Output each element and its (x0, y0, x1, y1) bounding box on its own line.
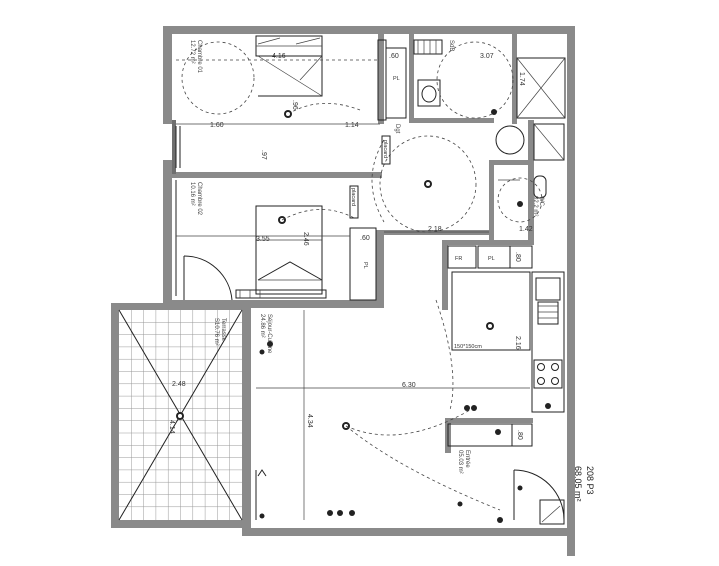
room-name-sejour: Séjour-Cuisine (266, 314, 272, 354)
bedroom-01: Chambre 01 12.72 m² 4.16 1.60 1.14 .96 .… (175, 35, 387, 168)
bathroom: .60 PL 3.07 1.74 SdB (385, 39, 566, 161)
hallway: Dgt placard (371, 124, 477, 233)
label-fr: FR (455, 256, 462, 262)
sejour: 6.30 4.34 Séjour-Cuisine 24.86 m² (255, 310, 551, 520)
dim-0-60-top: .60 (389, 53, 399, 60)
label-shower: 150*150cm (454, 344, 482, 350)
label-placard: placard (382, 140, 388, 158)
dim-0-96: .96 (291, 100, 298, 110)
room-name-chambre01: Chambre 01 (196, 40, 202, 74)
terrace: 2.48 4.14 Terrasse S10.76 m² (118, 309, 243, 521)
dim-3-07: 3.07 (480, 53, 494, 60)
dim-2-48: 2.48 (172, 381, 186, 388)
dim-1-74: 1.74 (518, 72, 525, 86)
label-pl-1: PL (393, 76, 400, 82)
room-name-chambre02: Chambre 02 (196, 182, 202, 216)
wc: WC 02.2 m² 1.42 (497, 175, 547, 233)
label-pl-2: PL (362, 262, 368, 269)
dim-6-30: 6.30 (402, 382, 416, 389)
unit-name: 208 P3 (585, 466, 595, 495)
unit-label: 208 P3 68.05 m² (573, 466, 595, 502)
dim-2-18: 2.18 (428, 226, 442, 233)
dim-0-80-bottom: .80 (516, 430, 523, 440)
label-placard-2: placard (350, 188, 356, 206)
dim-1-42: 1.42 (519, 226, 533, 233)
entree: .80 Entrée 05.03 m² (447, 423, 565, 525)
room-name-dgt: Dgt (394, 124, 400, 134)
dim-4-16: 4.16 (272, 53, 286, 60)
dim-3-55: 3.55 (256, 236, 270, 243)
outer-walls (111, 26, 575, 556)
room-area-sejour: 24.86 m² (259, 314, 265, 338)
room-area-terrasse: S10.76 m² (213, 318, 219, 346)
unit-area: 68.05 m² (573, 466, 583, 502)
room-area-wc: 02.2 m² (532, 196, 538, 216)
dim-4-34: 4.34 (306, 414, 313, 428)
kitchen: FR PL .80 150*150cm 2.16 (435, 245, 565, 413)
room-name-entree: Entrée (464, 450, 470, 468)
room-area-chambre02: 10.16 m² (189, 182, 195, 206)
dim-2-46: 2.46 (302, 232, 309, 246)
bedroom-02: .60 PL placard Chambre 02 10.16 m² 3.55 … (175, 180, 489, 301)
dim-4-14: 4.14 (168, 420, 175, 434)
room-area-entree: 05.03 m² (457, 450, 463, 474)
dim-1-60: 1.60 (210, 122, 224, 129)
dim-2-16: 2.16 (514, 336, 521, 350)
room-area-chambre01: 12.72 m² (189, 40, 195, 64)
dim-0-60-mid: .60 (360, 235, 370, 242)
dim-0-97: .97 (260, 150, 267, 160)
interior-walls (172, 34, 534, 453)
dim-1-14: 1.14 (345, 122, 359, 129)
room-name-wc: WC (538, 196, 544, 207)
room-name-terrasse: Terrasse (220, 318, 226, 342)
label-pl-3: PL (488, 256, 495, 262)
room-name-sdb: SdB (448, 40, 454, 51)
dim-0-80-top: .80 (514, 252, 521, 262)
